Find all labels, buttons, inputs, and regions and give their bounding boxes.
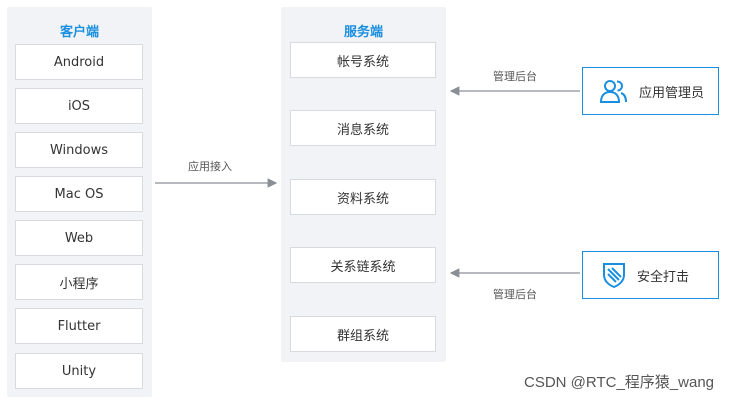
watermark: CSDN @RTC_程序猿_wang xyxy=(524,374,714,391)
client-item-android: Android xyxy=(15,44,143,80)
client-item-windows: Windows xyxy=(15,132,143,168)
users-icon xyxy=(599,78,629,104)
security-actor-label: 安全打击 xyxy=(637,269,690,285)
client-panel-title: 客户端 xyxy=(59,25,99,40)
security-actor-box: 安全打击 xyxy=(582,251,719,299)
server-item-relationship: 关系链系统 xyxy=(290,247,436,283)
server-item-message: 消息系统 xyxy=(290,110,436,146)
server-panel-title: 服务端 xyxy=(343,25,383,40)
client-item-ios: iOS xyxy=(15,88,143,124)
client-item-flutter: Flutter xyxy=(15,308,143,344)
admin-actor-label: 应用管理员 xyxy=(639,85,705,101)
mgmt-top-label: 管理后台 xyxy=(493,70,537,83)
server-item-account: 帐号系统 xyxy=(290,42,436,78)
mgmt-bottom-label: 管理后台 xyxy=(493,288,537,301)
client-item-web: Web xyxy=(15,220,143,256)
server-item-profile: 资料系统 xyxy=(290,179,436,215)
app-access-label: 应用接入 xyxy=(188,160,232,173)
admin-actor-box: 应用管理员 xyxy=(582,67,719,115)
server-item-group: 群组系统 xyxy=(290,316,436,352)
client-item-macos: Mac OS xyxy=(15,176,143,212)
client-item-miniprogram: 小程序 xyxy=(15,264,143,300)
client-item-unity: Unity xyxy=(15,353,143,389)
shield-icon xyxy=(601,261,627,289)
